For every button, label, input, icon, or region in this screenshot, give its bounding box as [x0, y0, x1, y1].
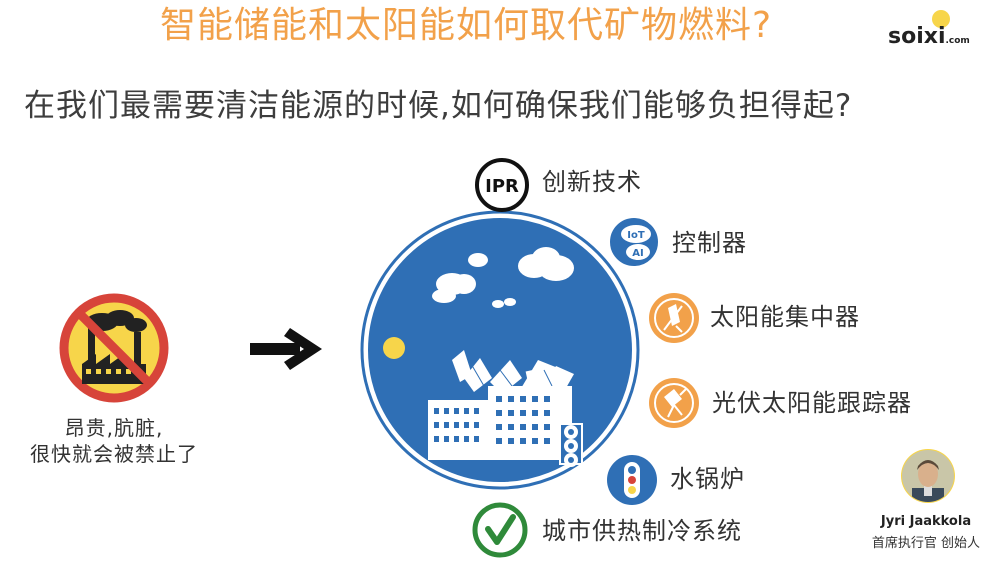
clean-energy-city-illustration: [360, 210, 640, 490]
solar-tracker-icon: [649, 378, 699, 428]
iot-ai-icon: IoT AI: [608, 216, 660, 268]
person-name: Jyri Jaakkola: [880, 514, 972, 529]
logo-suffix: .com: [945, 36, 970, 46]
logo-sun-icon: [932, 10, 950, 28]
page-title: 智能储能和太阳能如何取代矿物燃料?: [160, 5, 773, 46]
item-label-water-boiler: 水锅炉: [670, 465, 745, 493]
page-subtitle: 在我们最需要清洁能源的时候,如何确保我们能够负担得起?: [24, 88, 853, 124]
ai-text: AI: [632, 248, 643, 259]
logo: soixi.com: [888, 10, 998, 54]
no-fossil-factory-icon: [59, 293, 169, 403]
item-label-solar-concentrator: 太阳能集中器: [710, 303, 860, 331]
iot-text: IoT: [627, 230, 645, 241]
solar-concentrator-icon: [649, 293, 699, 343]
caption-line-2: 很快就会被禁止了: [30, 442, 198, 466]
person-title: 首席执行官 创始人: [871, 536, 981, 551]
item-label-solar-tracker: 光伏太阳能跟踪器: [712, 389, 912, 417]
arrow-right-icon: [250, 328, 322, 370]
item-label-controller: 控制器: [672, 229, 747, 257]
item-label-district-heating-cooling: 城市供热制冷系统: [542, 517, 742, 545]
person-avatar: [901, 449, 955, 503]
ipr-icon: IPR: [475, 158, 529, 212]
water-boiler-icon: [607, 455, 657, 505]
fossil-fuel-caption: 昂贵,肮脏, 很快就会被禁止了: [20, 415, 208, 467]
caption-line-1: 昂贵,肮脏,: [64, 416, 164, 440]
logo-text: soixi: [888, 24, 946, 49]
checkmark-icon: [472, 502, 528, 558]
item-label-innovation: 创新技术: [542, 168, 642, 196]
ipr-icon-text: IPR: [485, 176, 519, 197]
